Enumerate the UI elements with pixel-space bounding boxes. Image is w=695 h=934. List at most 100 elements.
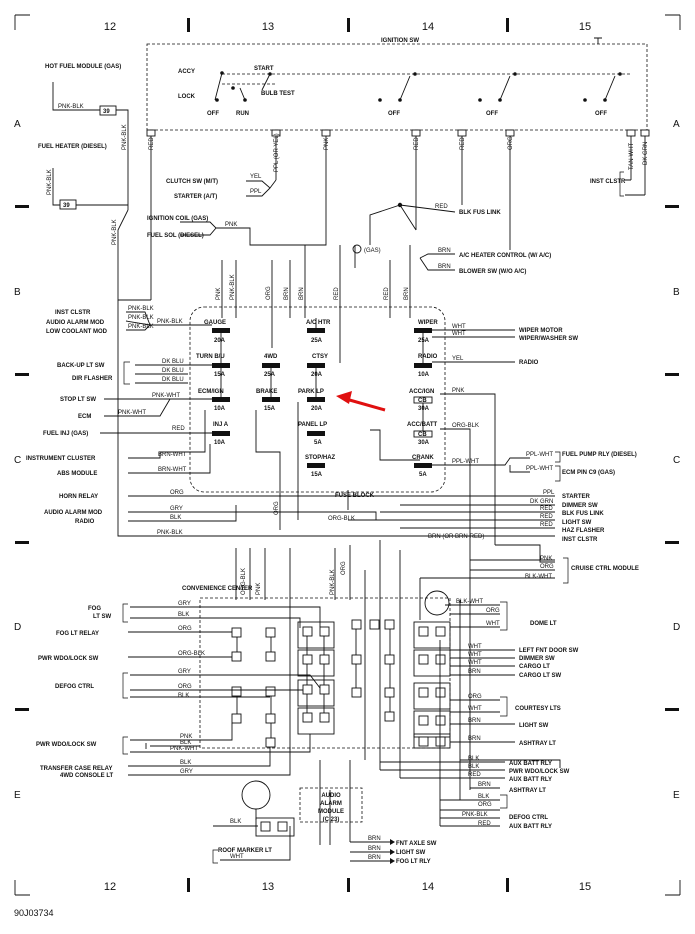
- wire-blk-fog: BLK: [178, 612, 189, 618]
- wire-brn-blower: BRN: [438, 264, 451, 270]
- wire-pnk-blk-l5: PNK-BLK: [157, 530, 183, 536]
- label-gas: (GAS): [364, 248, 381, 254]
- fuse-ctsy-amp: 20A: [311, 372, 323, 378]
- ign-pos-off-3: OFF: [486, 111, 498, 117]
- label-left-fnt-door-sw: LEFT FNT DOOR SW: [519, 648, 579, 654]
- label-fuel-pump-rly: FUEL PUMP RLY (DIESEL): [562, 452, 637, 458]
- label-blk-fus-link-top: BLK FUS LINK: [459, 210, 501, 216]
- ign-wire-ppl: PPL (OR YEL): [274, 133, 280, 172]
- wire-pnk-blk-v1: PNK-BLK: [122, 124, 128, 150]
- wire-dk-grn: DK GRN: [530, 499, 553, 505]
- fuse-ecm-ign-amp: 10A: [214, 406, 226, 412]
- wire-org-courtesy: ORG: [468, 694, 482, 700]
- grid-col-15-bottom: 15: [579, 881, 591, 893]
- label-ashtray-lt: ASHTRAY LT: [519, 741, 556, 747]
- corner-bracket-br: [665, 880, 681, 896]
- wire-gry-defog: GRY: [178, 669, 191, 675]
- audio-alarm-module-label-2: ALARM: [320, 801, 342, 807]
- fuse-block: FUSE BLOCK PNK PNK-BLK ORG BRN BRN RED R…: [189, 245, 446, 520]
- wire-brn-fb1: BRN: [284, 287, 290, 300]
- wire-pnk-blk-cc: PNK-BLK: [330, 569, 336, 595]
- audio-alarm-module-label: AUDIO: [321, 793, 341, 799]
- wire-blk-wht-cruise: BLK-WHT: [525, 574, 552, 580]
- grid-row-c-left: C: [14, 455, 21, 466]
- wire-wht-dome: WHT: [486, 621, 500, 627]
- wire-pnk-wht-2: PNK-WHT: [118, 410, 146, 416]
- fuse-stop-haz-name: STOP/HAZ: [305, 455, 336, 461]
- wire-pnk-blk-fh: PNK-BLK: [47, 169, 53, 195]
- label-pwr-wdo-lock-sw-2: PWR WDO/LOCK SW: [36, 742, 97, 748]
- grid-row-d-right: D: [673, 622, 680, 633]
- fuse-acc-ign-name: ACC/IGN: [409, 389, 434, 395]
- label-starter: STARTER: [562, 494, 591, 500]
- wire-pnk-cruise: PNK: [540, 556, 552, 562]
- fuse-acc-batt-amp: 30A: [418, 440, 430, 446]
- label-backup-lt-sw: BACK-UP LT SW: [57, 363, 105, 369]
- ign-pos-bulb-test: BULB TEST: [261, 91, 295, 97]
- label-inst-clstr-top: INST CLSTR: [590, 179, 626, 185]
- label-fnt-axle-sw: FNT AXLE SW: [396, 841, 437, 847]
- wire-brn-wht-1: BRN-WHT: [158, 452, 187, 458]
- corner-bracket-tr: [665, 14, 681, 30]
- wire-org-blk-cc: ORG-BLK: [241, 568, 247, 595]
- wire-brn-fog-rly: BRN: [368, 855, 381, 861]
- label-4wd-console-lt: 4WD CONSOLE LT: [60, 773, 114, 779]
- convenience-center-label: CONVENIENCE CENTER: [182, 586, 253, 592]
- left-labels-d: FOG LT SW GRY BLK FOG LT RELAY ORG PWR W…: [36, 601, 321, 864]
- label-ecm: ECM: [78, 414, 91, 420]
- wire-pnk-ign: PNK: [225, 222, 237, 228]
- label-horn-relay: HORN RELAY: [59, 494, 98, 500]
- fuse-ac-htr-amp: 25A: [311, 338, 323, 344]
- wire-pnk-wht-1: PNK-WHT: [152, 393, 180, 399]
- wire-brn-light-sw-3: BRN: [368, 846, 381, 852]
- label-stop-lt-sw: STOP LT SW: [60, 397, 96, 403]
- label-hot-fuel-module: HOT FUEL MODULE (GAS): [45, 64, 121, 70]
- wire-org-cc: ORG: [341, 561, 347, 575]
- wire-blk-roof: BLK: [230, 819, 241, 825]
- pointer-arrow: [336, 391, 386, 412]
- grid-row-e-left: E: [14, 790, 21, 801]
- fuse-turn-bu-amp: 15A: [214, 372, 226, 378]
- fuse-turn-bu-name: TURN B/U: [196, 354, 225, 360]
- label-aux-batt-rly-3: AUX BATT RLY: [509, 824, 552, 830]
- fuse-4wd-amp: 25A: [264, 372, 276, 378]
- wire-blk-pwr-r: BLK: [468, 764, 479, 770]
- ign-pos-off-1: OFF: [207, 111, 219, 117]
- fuse-crank-name: CRANK: [412, 455, 434, 461]
- wire-wht-roof: WHT: [230, 854, 244, 860]
- fuse-acc-ign-cb: CB: [418, 398, 427, 404]
- fuse-brake-amp: 15A: [264, 406, 276, 412]
- audio-alarm-module-label-3: MODULE: [318, 809, 344, 815]
- wire-pnk-cc: PNK: [256, 583, 262, 595]
- fuse-stop-haz-amp: 15A: [311, 472, 323, 478]
- label-fuel-inj: FUEL INJ (GAS): [43, 431, 88, 437]
- wire-brn-ashtray-2: BRN: [478, 782, 491, 788]
- wire-brn-fnt-axle: BRN: [368, 836, 381, 842]
- label-abs-module: ABS MODULE: [57, 471, 97, 477]
- wire-red-inj: RED: [172, 426, 185, 432]
- wire-org-blk-pwr: ORG-BLK: [178, 651, 205, 657]
- wire-brn-or-brn-red: BRN (OR BRN-RED): [428, 534, 484, 540]
- wire-gry-aam: GRY: [170, 506, 183, 512]
- wire-red-r2: RED: [540, 514, 553, 520]
- wire-org-blk-fb: ORG-BLK: [328, 516, 355, 522]
- fuse-ac-htr-name: A/C HTR: [306, 320, 331, 326]
- wire-red-e1: RED: [478, 821, 491, 827]
- ign-wire-tan-wht: TAN-WHT: [629, 142, 635, 170]
- fuse-gauge-name: GAUGE: [204, 320, 226, 326]
- right-labels-d: PNK ORG BLK-WHT CRUISE CTRL MODULE BLK-W…: [349, 544, 639, 865]
- fuse-acc-batt-name: ACC/BATT: [407, 422, 438, 428]
- ignition-switch: IGNITION SW ACCY START LOCK BULB TEST OF…: [146, 37, 650, 300]
- wire-wht-lfd: WHT: [468, 644, 482, 650]
- ign-wire-red-1: RED: [149, 137, 155, 150]
- label-fuel-heater: FUEL HEATER (DIESEL): [38, 144, 107, 150]
- wire-org-defog: ORG: [178, 684, 192, 690]
- wire-wht-dimmer: WHT: [468, 652, 482, 658]
- grid-ticks: [15, 18, 679, 892]
- label-roof-marker-lt: ROOF MARKER LT: [218, 848, 272, 854]
- wire-dk-blu-3: DK BLU: [162, 377, 184, 383]
- fuse-ctsy-name: CTSY: [312, 354, 328, 360]
- label-light-sw: LIGHT SW: [562, 520, 592, 526]
- wire-blk-tcr: BLK: [180, 760, 191, 766]
